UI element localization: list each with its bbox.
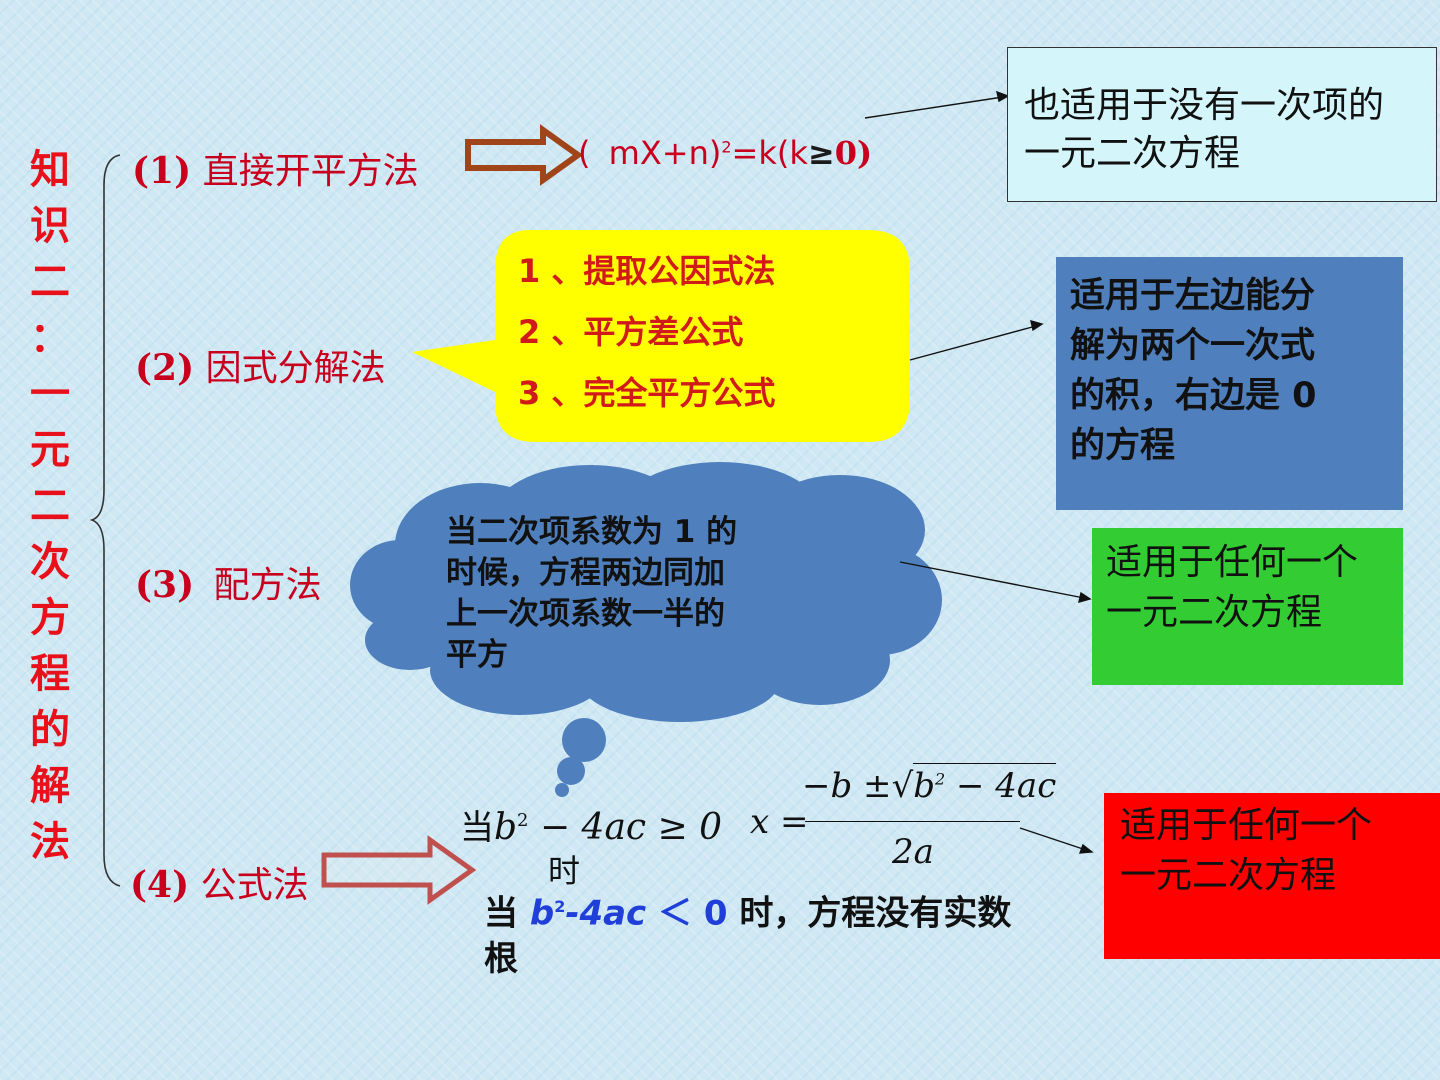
- note-factor-applicability: 适用于左边能分 解为两个一次式 的积，右边是 0 的方程: [1056, 257, 1403, 510]
- no-real-roots-note: 当 b2-4ac ＜ 0 时，方程没有实数 根: [484, 893, 1012, 980]
- method-3-label: (3) 配方法: [135, 564, 322, 606]
- block-arrow-4: [321, 835, 477, 905]
- connector-arrows: [864, 90, 1094, 854]
- title-char: 程: [30, 651, 70, 697]
- method-1-label: (1) 直接开平方法: [132, 150, 419, 192]
- note-any-equation-red: 适用于任何一个 一元二次方程: [1104, 793, 1440, 959]
- list-item: 3 、完全平方公式: [518, 374, 776, 412]
- title-char: 二: [30, 483, 70, 529]
- fraction-bar: [805, 821, 1020, 822]
- title-char: 识: [30, 203, 70, 249]
- title-char: 元: [30, 427, 70, 473]
- factor-methods-list: 1 、提取公因式法 2 、平方差公式 3 、完全平方公式: [518, 246, 898, 429]
- completing-square-note: 当二次项系数为 1 的 时候，方程两边同加 上一次项系数一半的 平方: [446, 514, 738, 673]
- title-char: ：: [30, 315, 70, 361]
- formula-denominator: 2a: [892, 832, 934, 872]
- method-4-label: (4) 公式法: [130, 864, 309, 906]
- discriminant-condition: 当b2 − 4ac ≥ 0: [460, 807, 723, 848]
- title-char: 的: [30, 707, 70, 753]
- formula-numerator: −b ±√b2 − 4ac: [802, 763, 1057, 806]
- title-char: 法: [30, 819, 70, 865]
- formula-lhs: x =: [750, 802, 809, 842]
- title-char: 知: [30, 147, 70, 193]
- title-char: 一: [30, 371, 70, 417]
- title-char: 方: [30, 595, 70, 641]
- formula-perfect-square: ( mX+n)2=k(k≥0): [578, 134, 873, 172]
- discriminant-shi: 时: [548, 852, 581, 890]
- note-no-linear-term: 也适用于没有一次项的 一元二次方程: [1007, 47, 1437, 202]
- title-char: 解: [30, 763, 70, 809]
- block-arrow-1: [465, 124, 584, 186]
- vertical-title: 知 识 二 ： 一 元 二 次 方 程 的 解 法: [22, 142, 78, 870]
- method-2-label: (2) 因式分解法: [135, 347, 386, 389]
- note-any-equation-green: 适用于任何一个 一元二次方程: [1092, 528, 1403, 685]
- thought-cloud: [350, 462, 942, 797]
- quadratic-formula: x = −b ±√b2 − 4ac 2a: [750, 758, 1057, 878]
- list-item: 2 、平方差公式: [518, 313, 744, 351]
- list-item: 1 、提取公因式法: [518, 252, 776, 290]
- left-brace: [89, 154, 121, 887]
- factor-speech-bubble: [412, 230, 910, 442]
- title-char: 二: [30, 259, 70, 305]
- title-char: 次: [30, 539, 70, 585]
